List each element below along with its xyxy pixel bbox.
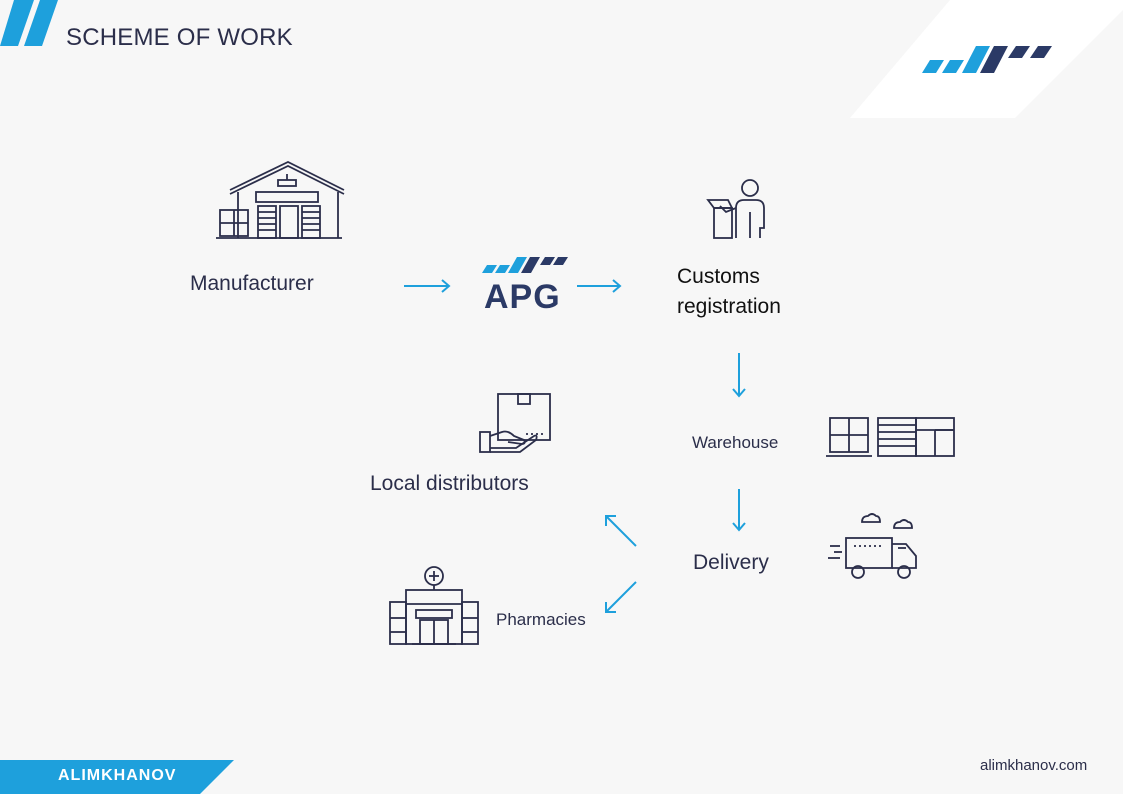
apg-logo-text: APG [484,278,561,316]
factory-icon [216,160,345,239]
corner-decoration [850,0,1123,118]
footer-brand-band [0,760,234,794]
pharmacy-building-icon [389,566,479,645]
local-distributors-label: Local distributors [370,472,529,495]
arrow-warehouse-to-delivery [732,489,746,532]
arrow-delivery-to-pharmacies [605,581,637,613]
warehouse-shelves-icon [826,417,955,457]
header-stripes [0,0,58,46]
warehouse-label: Warehouse [692,433,779,452]
arrow-delivery-to-local [605,515,637,547]
manufacturer-label: Manufacturer [190,272,314,295]
customs-officer-icon [706,179,765,239]
delivery-label: Delivery [693,551,769,574]
footer-website-link[interactable]: alimkhanov.com [980,757,1088,774]
arrow-customs-to-warehouse [732,353,746,398]
footer-brand: ALIMKHANOV [58,767,177,784]
customs-label-line2: registration [677,295,781,318]
arrow-apg-to-customs [577,279,622,293]
page-title: SCHEME OF WORK [66,24,293,51]
customs-label: Customs registration [677,262,781,322]
delivery-truck-icon [828,513,917,579]
arrow-manufacturer-to-apg [404,279,451,293]
customs-label-line1: Customs [677,265,760,288]
hand-box-icon [479,393,551,453]
apg-logo-stripes [482,257,568,273]
pharmacies-label: Pharmacies [496,610,586,629]
